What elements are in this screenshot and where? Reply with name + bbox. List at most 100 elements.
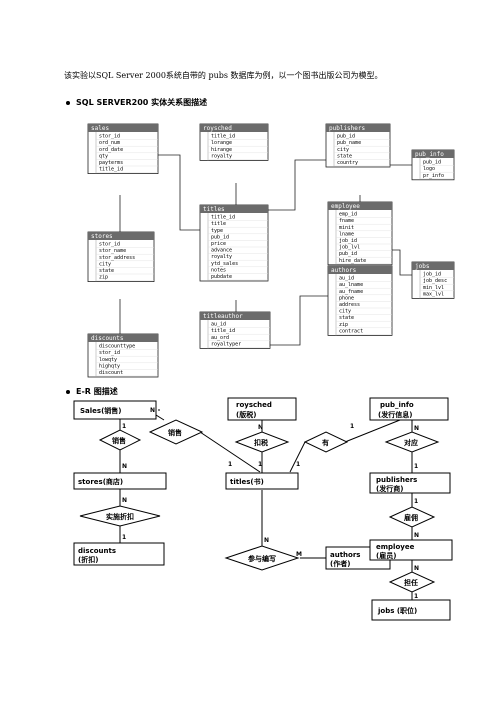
table-column: title_id xyxy=(211,134,235,140)
table-column: royalty xyxy=(211,254,232,260)
table-column: advance xyxy=(211,248,232,254)
entity-titles: titles(书) xyxy=(230,477,264,486)
table-column: zip xyxy=(339,322,348,328)
er-relation-diamonds xyxy=(79,419,440,593)
table-column: lorange xyxy=(211,140,232,146)
table-column: lowqty xyxy=(99,357,117,363)
entity-stores: stores(商店) xyxy=(78,477,123,486)
table-column: pub_id xyxy=(339,251,357,257)
table-column: job_desc xyxy=(423,278,447,284)
entity-roysched: roysched xyxy=(236,401,272,409)
table-header-bar xyxy=(412,262,454,270)
bullet-icon xyxy=(66,100,70,105)
table-header-bar xyxy=(328,202,392,210)
table-column: pub_id xyxy=(423,160,441,166)
rel-guyong: 雇佣 xyxy=(404,513,418,522)
rel-duiying-diamond xyxy=(384,431,440,453)
table-column: payterms xyxy=(99,160,123,166)
rel-guyong-diamond xyxy=(388,506,436,528)
table-column: state xyxy=(339,315,354,321)
table-title: titles xyxy=(203,206,225,213)
entity-publishers: publishers xyxy=(376,476,417,484)
table-column: fname xyxy=(339,218,354,224)
rel-danren-diamond xyxy=(388,571,436,593)
table-title: publishers xyxy=(329,125,366,132)
table-box xyxy=(87,123,159,174)
section-heading-er-text: E-R 图描述 xyxy=(76,387,118,396)
entity-sales: Sales(销售) xyxy=(80,406,121,415)
entity-stores-box xyxy=(73,472,167,490)
table-column: job_id xyxy=(423,272,441,278)
table-title: titleauthor xyxy=(203,313,243,320)
table-column: title xyxy=(211,221,226,227)
card-label: M xyxy=(296,551,302,558)
rel-you-diamond xyxy=(303,431,349,453)
table-column: stor_name xyxy=(99,248,126,254)
entity-employee-cn: (雇员) xyxy=(376,551,396,560)
table-header-bar xyxy=(88,232,154,240)
table-title: jobs xyxy=(415,263,430,270)
bullet-icon xyxy=(66,389,70,394)
table-column: pubdate xyxy=(211,274,232,280)
table-column: min_lvl xyxy=(423,285,444,291)
table-box xyxy=(87,231,155,282)
table-column: city xyxy=(339,309,351,315)
entity-authors: authors xyxy=(330,551,360,559)
card-label: 1 xyxy=(414,498,418,505)
table-discounts: discountsdiscounttypestor_idlowqtyhighqt… xyxy=(87,333,159,378)
rel-canyu: 参与编写 xyxy=(248,554,276,563)
link-employee-jobs xyxy=(392,249,412,276)
table-column: stor_id xyxy=(99,350,120,356)
link-authors-titleauthor xyxy=(270,295,328,346)
section-heading-schema-text: SQL SERVER200 实体关系图描述 xyxy=(76,98,208,107)
table-authors: authorsau_idau_lnameau_fnamephoneaddress… xyxy=(327,265,393,336)
entity-discounts: discounts xyxy=(78,547,116,555)
card-label: 1 xyxy=(122,423,126,430)
table-column: city xyxy=(99,261,111,267)
card-label: 1 xyxy=(296,461,300,468)
table-header-bar xyxy=(200,205,268,213)
rel-xiaoshou-mid-diamond xyxy=(148,419,204,445)
card-label: N xyxy=(414,425,419,432)
table-column: price xyxy=(211,241,226,247)
entity-publishers-cn: (发行商) xyxy=(376,484,403,493)
rel-xiaoshou-left-diamond xyxy=(98,429,142,451)
table-column: discount xyxy=(99,370,123,376)
rel-shishi-diamond xyxy=(79,505,161,527)
entity-discounts-box xyxy=(73,542,165,566)
table-column: discounttype xyxy=(99,344,135,350)
table-title: sales xyxy=(91,125,109,132)
table-column: job_id xyxy=(339,238,357,244)
table-column: address xyxy=(339,302,360,308)
table-column: notes xyxy=(211,267,226,273)
rel-shishizhekou: 实施折扣 xyxy=(106,512,134,521)
table-title: stores xyxy=(91,233,113,240)
card-label: 1 xyxy=(414,463,418,470)
table-title: discounts xyxy=(91,335,124,342)
table-column: stor_address xyxy=(99,255,135,261)
entity-authors-cn: (作者) xyxy=(330,559,350,568)
table-box xyxy=(327,265,393,336)
entity-jobs: jobs (职位) xyxy=(377,606,417,615)
table-box xyxy=(199,204,269,282)
table-box xyxy=(327,201,393,266)
card-label: 1 xyxy=(258,461,262,468)
card-label: N xyxy=(122,463,127,470)
entity-titles-box xyxy=(225,472,299,490)
table-column: pub_name xyxy=(337,140,361,146)
table-column: au_fname xyxy=(339,289,363,295)
entity-roysched-box xyxy=(227,397,297,421)
entity-pubinfo: pub_info xyxy=(380,401,414,409)
table-title: employee xyxy=(331,203,360,210)
card-label: N xyxy=(122,497,127,504)
table-column: state xyxy=(99,268,114,274)
entity-employee: employee xyxy=(376,543,415,551)
table-column: qty xyxy=(99,153,108,159)
table-title: authors xyxy=(331,267,357,274)
table-column: ytd_sales xyxy=(211,261,238,267)
table-column: pub_id xyxy=(211,234,229,240)
table-column: ord_date xyxy=(99,147,123,153)
